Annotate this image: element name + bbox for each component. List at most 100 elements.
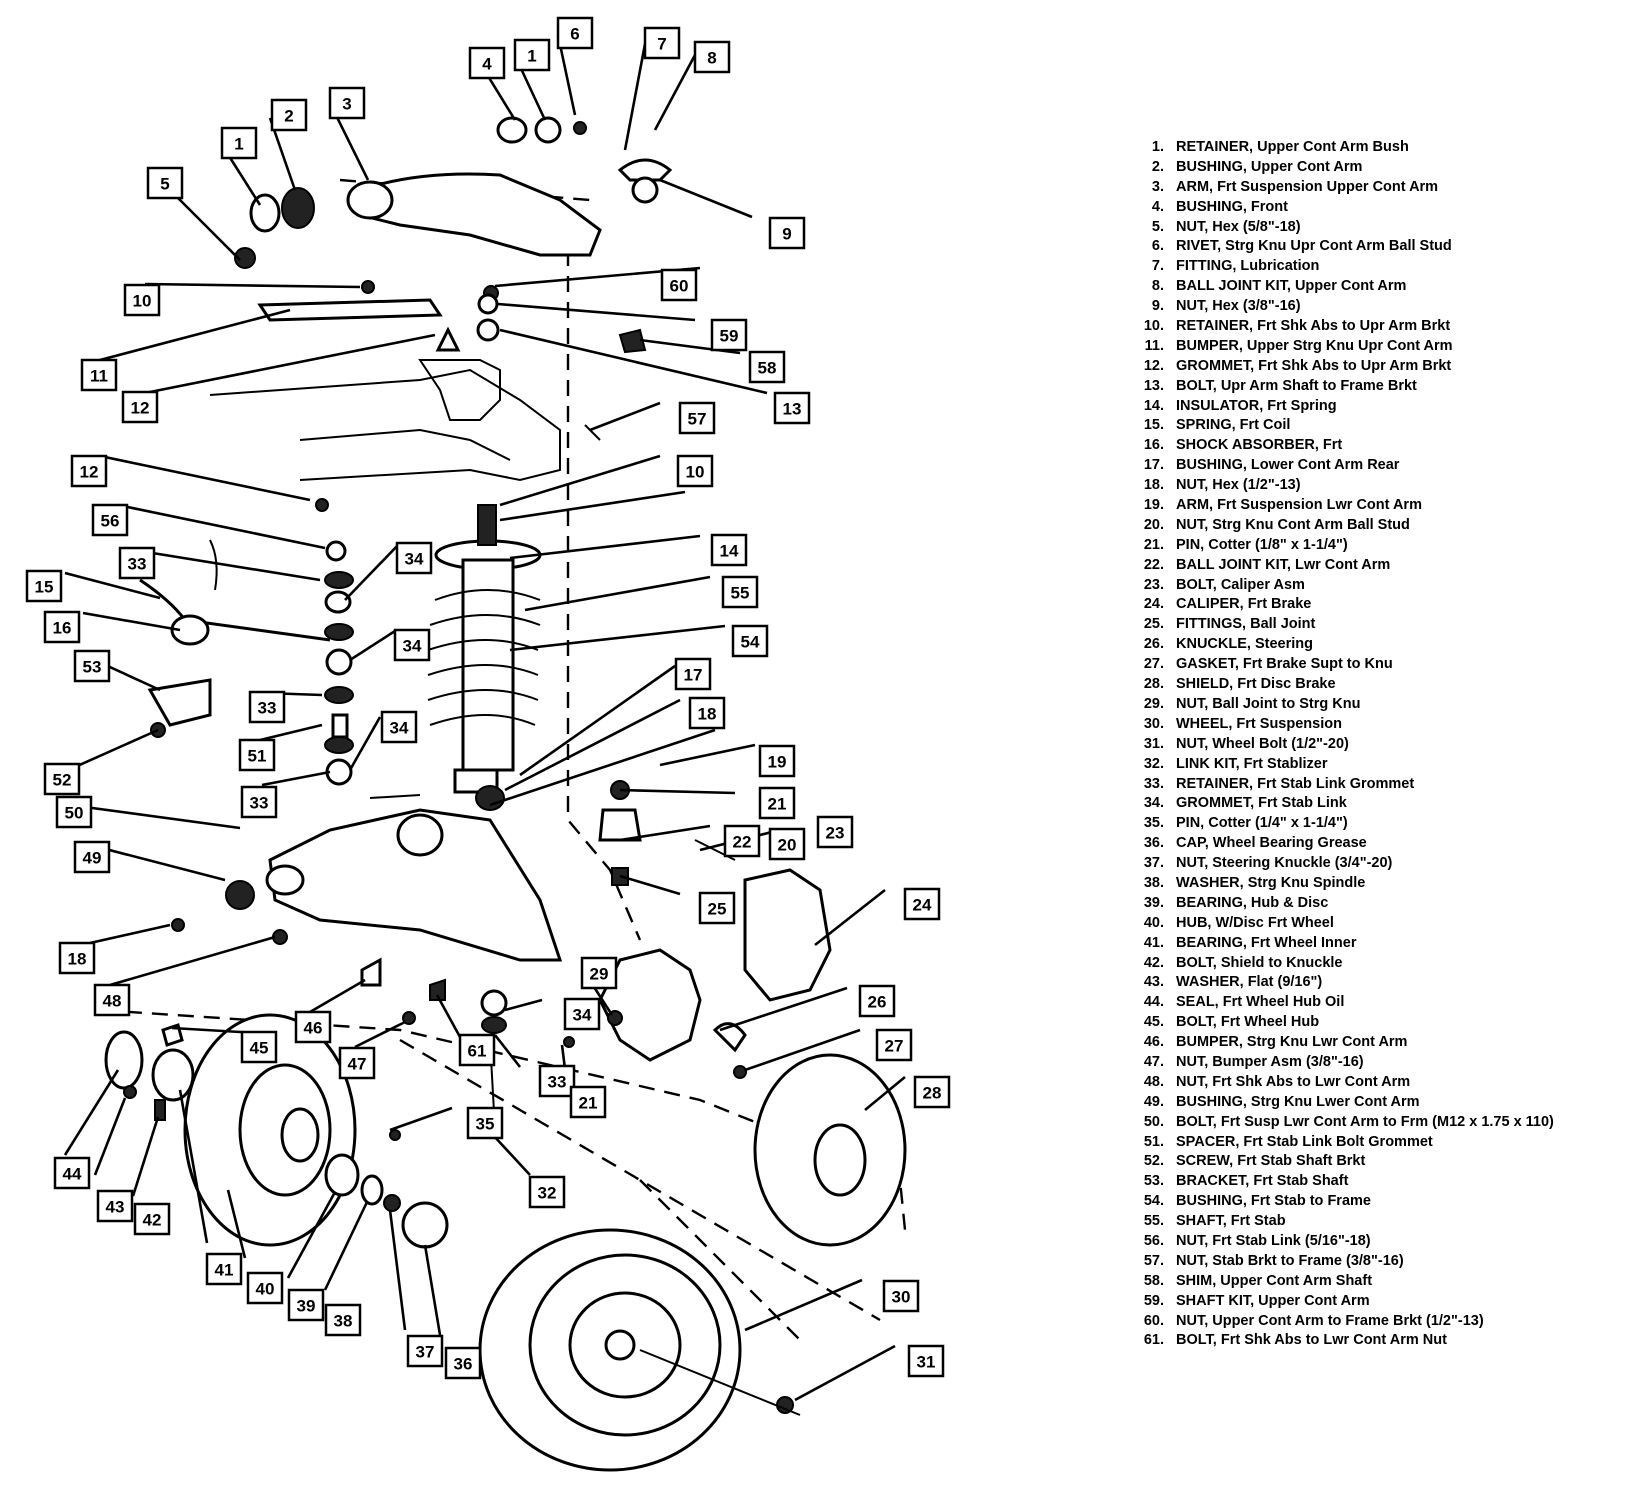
callout-box bbox=[858, 984, 896, 1018]
callout-number: 22 bbox=[733, 833, 752, 852]
callout-1: 1 bbox=[220, 126, 258, 160]
callout-number: 49 bbox=[83, 849, 102, 868]
legend-item: 4.BUSHING, Front bbox=[1120, 198, 1640, 218]
legend-item-label: GROMMET, Frt Stab Link bbox=[1176, 795, 1347, 812]
legend-item: 46.BUMPER, Strg Knu Lwr Cont Arm bbox=[1120, 1033, 1640, 1053]
callout-number: 8 bbox=[707, 49, 716, 68]
callout-box bbox=[43, 762, 81, 796]
legend-item-number: 16. bbox=[1143, 437, 1164, 454]
steering-knuckle-group bbox=[563, 780, 832, 1079]
legend-item-label: BEARING, Hub & Disc bbox=[1176, 894, 1329, 911]
legend-item-label: BOLT, Frt Shk Abs to Lwr Cont Arm Nut bbox=[1176, 1332, 1447, 1349]
legend-item: 50.BOLT, Frt Susp Lwr Cont Arm to Frm (M… bbox=[1120, 1113, 1640, 1133]
callout-box bbox=[55, 795, 93, 829]
callout-number: 37 bbox=[416, 1343, 435, 1362]
callout-box bbox=[121, 390, 159, 424]
legend-item-number: 8. bbox=[1151, 278, 1164, 295]
callout-box bbox=[444, 1346, 482, 1380]
callout-number: 16 bbox=[53, 619, 72, 638]
callout-number: 34 bbox=[573, 1006, 592, 1025]
callout-57: 57 bbox=[678, 401, 716, 435]
legend-item-number: 43. bbox=[1143, 974, 1164, 991]
legend-item-label: NUT, Hex (5/8"-18) bbox=[1176, 218, 1301, 235]
hub-disc bbox=[104, 1013, 449, 1249]
legend-item-label: SPRING, Frt Coil bbox=[1176, 417, 1291, 434]
callout-number: 18 bbox=[698, 705, 717, 724]
legend-item: 47.NUT, Bumper Asm (3/8"-16) bbox=[1120, 1053, 1640, 1073]
callout-number: 31 bbox=[917, 1353, 936, 1372]
legend-item-number: 2. bbox=[1151, 158, 1164, 175]
callout-50: 50 bbox=[55, 795, 93, 829]
legend-item: 3. ARM, Frt Suspension Upper Cont Arm bbox=[1120, 178, 1640, 198]
legend-item-label: SEAL, Frt Wheel Hub Oil bbox=[1176, 994, 1345, 1011]
callout-48: 48 bbox=[93, 983, 131, 1017]
callout-box bbox=[93, 983, 131, 1017]
callout-number: 33 bbox=[548, 1073, 567, 1092]
callout-number: 60 bbox=[670, 277, 689, 296]
callout-number: 6 bbox=[570, 25, 579, 44]
callout-42: 42 bbox=[133, 1202, 171, 1236]
stabilizer-shaft bbox=[139, 578, 331, 738]
callout-number: 45 bbox=[250, 1039, 269, 1058]
legend-item: 55.SHAFT, Frt Stab bbox=[1120, 1212, 1640, 1232]
legend-item-label: ARM, Frt Suspension Upper Cont Arm bbox=[1176, 178, 1439, 195]
legend-item: 21.PIN, Cotter (1/8" x 1-1/4") bbox=[1120, 536, 1640, 556]
legend-item-label: BUMPER, Strg Knu Lwr Cont Arm bbox=[1176, 1034, 1408, 1051]
callout-box bbox=[133, 1202, 171, 1236]
legend-item-label: FITTING, Lubrication bbox=[1176, 258, 1320, 275]
callout-number: 24 bbox=[913, 896, 932, 915]
legend-item-number: 7. bbox=[1151, 258, 1164, 275]
legend-item: 12.GROMMET, Frt Shk Abs to Upr Arm Brkt bbox=[1120, 357, 1640, 377]
legend-item: 60.NUT, Upper Cont Arm to Frame Brkt (1/… bbox=[1120, 1312, 1640, 1332]
callout-52: 52 bbox=[43, 762, 81, 796]
callout-20: 20 bbox=[768, 827, 806, 861]
legend-item: 38.WASHER, Strg Knu Spindle bbox=[1120, 874, 1640, 894]
callout-number: 39 bbox=[297, 1297, 316, 1316]
callout-number: 21 bbox=[579, 1094, 598, 1113]
callout-19: 19 bbox=[758, 744, 796, 778]
legend-item: 40.HUB, W/Disc Frt Wheel bbox=[1120, 914, 1640, 934]
callout-15: 15 bbox=[25, 569, 63, 603]
legend-item: 18.NUT, Hex (1/2"-13) bbox=[1120, 476, 1640, 496]
callout-number: 48 bbox=[103, 992, 122, 1011]
legend-item-label: ARM, Frt Suspension Lwr Cont Arm bbox=[1176, 497, 1422, 514]
callout-number: 9 bbox=[782, 225, 791, 244]
legend-item: 15.SPRING, Frt Coil bbox=[1120, 416, 1640, 436]
legend-item-label: CALIPER, Frt Brake bbox=[1176, 596, 1312, 613]
callout-number: 33 bbox=[258, 699, 277, 718]
callout-box bbox=[768, 827, 806, 861]
legend-item-number: 22. bbox=[1143, 556, 1164, 573]
callout-number: 11 bbox=[90, 367, 108, 386]
legend-item: 34.GROMMET, Frt Stab Link bbox=[1120, 794, 1640, 814]
legend-item: 1.RETAINER, Upper Cont Arm Bush bbox=[1120, 138, 1640, 158]
legend-item-label: SHIM, Upper Cont Arm Shaft bbox=[1176, 1272, 1373, 1289]
callout-number: 34 bbox=[405, 550, 424, 569]
legend-item-label: RETAINER, Upper Cont Arm Bush bbox=[1176, 139, 1409, 155]
callout-box bbox=[324, 1303, 362, 1337]
legend-item-number: 23. bbox=[1143, 576, 1164, 593]
legend-item-label: RETAINER, Frt Shk Abs to Upr Arm Brkt bbox=[1176, 318, 1451, 335]
coil-spring-shock bbox=[427, 285, 647, 772]
callout-number: 12 bbox=[80, 463, 99, 482]
legend-item-number: 20. bbox=[1143, 516, 1164, 533]
legend-item: 29.NUT, Ball Joint to Strg Knu bbox=[1120, 695, 1640, 715]
callout-box bbox=[693, 40, 731, 74]
callout-box bbox=[528, 1175, 566, 1209]
callout-3: 3 bbox=[328, 86, 366, 120]
callout-box bbox=[248, 690, 286, 724]
callout-box bbox=[466, 1106, 504, 1140]
legend-item: 48.NUT, Frt Shk Abs to Lwr Cont Arm bbox=[1120, 1073, 1640, 1093]
legend-item-number: 40. bbox=[1143, 914, 1164, 931]
legend-item-number: 29. bbox=[1143, 695, 1164, 712]
callout-box bbox=[773, 391, 811, 425]
callout-number: 46 bbox=[304, 1019, 323, 1038]
callout-10: 10 bbox=[123, 283, 161, 317]
legend-item-number: 59. bbox=[1143, 1292, 1164, 1309]
legend-item-label: BUSHING, Frt Stab to Frame bbox=[1176, 1193, 1371, 1210]
legend-item: 5.NUT, Hex (5/8"-18) bbox=[1120, 218, 1640, 238]
callout-53: 53 bbox=[73, 649, 111, 683]
legend-item-number: 3. bbox=[1151, 178, 1164, 195]
callout-number: 23 bbox=[826, 824, 845, 843]
callout-number: 35 bbox=[476, 1115, 495, 1134]
